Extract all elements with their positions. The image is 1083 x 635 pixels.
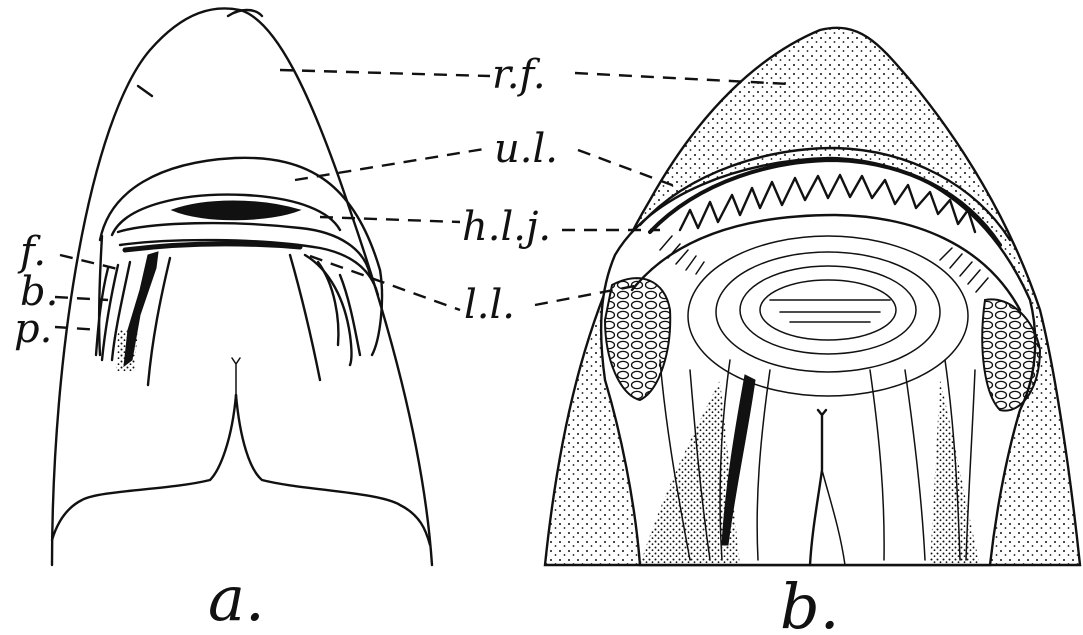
label-ul: u.l.: [494, 126, 558, 172]
mouth-slit-a: [172, 201, 300, 220]
label-p: p.: [14, 306, 52, 352]
label-rf: r.f.: [492, 52, 546, 98]
panel-label-b: b.: [780, 570, 839, 635]
label-hlj: h.l.j.: [462, 204, 551, 250]
panel-b-drawing: [545, 28, 1080, 565]
panel-a-drawing: [52, 8, 432, 565]
panel-label-a: a.: [208, 562, 265, 635]
upper-lip-a: [100, 158, 382, 355]
label-ll: l.l.: [464, 282, 515, 328]
